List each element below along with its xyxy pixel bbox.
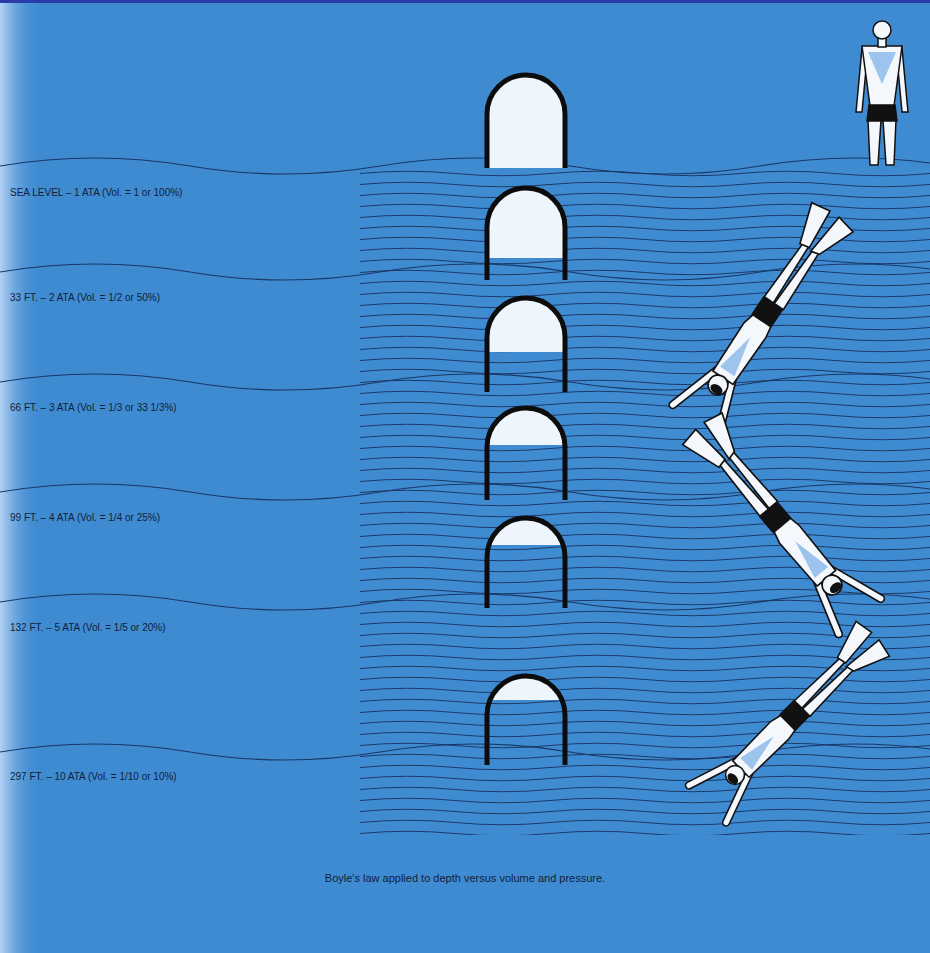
depth-label: 99 FT. – 4 ATA (Vol. = 1/4 or 25%) xyxy=(10,512,160,524)
diving-bell xyxy=(487,676,565,765)
bell-air xyxy=(487,408,565,445)
left-glow xyxy=(0,0,40,953)
depth-lines xyxy=(0,158,930,760)
diving-bell xyxy=(487,408,565,500)
bell-air xyxy=(487,518,565,545)
depth-label: 132 FT. – 5 ATA (Vol. = 1/5 or 20%) xyxy=(10,622,166,634)
bell-air xyxy=(487,75,565,168)
bell-air xyxy=(487,298,565,352)
bell-air xyxy=(487,188,565,258)
standing-man xyxy=(856,21,908,165)
diving-bell xyxy=(487,75,565,168)
top-border xyxy=(0,0,930,3)
depth-line xyxy=(0,594,930,610)
depth-line xyxy=(0,484,930,500)
depth-line xyxy=(0,744,930,760)
bell-air xyxy=(487,676,565,700)
diving-bells xyxy=(487,75,565,765)
diving-bell xyxy=(487,188,565,280)
diver xyxy=(673,199,858,436)
diving-bell xyxy=(487,518,565,608)
diver xyxy=(679,408,881,634)
diving-bell xyxy=(487,298,565,392)
water-waves xyxy=(360,168,930,835)
figure-caption: Boyle's law applied to depth versus volu… xyxy=(325,872,605,885)
depth-label: 66 FT. – 3 ATA (Vol. = 1/3 or 33 1/3%) xyxy=(10,402,177,414)
depth-label: SEA LEVEL – 1 ATA (Vol. = 1 or 100%) xyxy=(10,187,182,199)
sea-surface-line xyxy=(0,158,930,174)
diver xyxy=(689,618,894,823)
depth-label: 33 FT. – 2 ATA (Vol. = 1/2 or 50%) xyxy=(10,292,160,304)
depth-line xyxy=(0,374,930,390)
depth-label: 297 FT. – 10 ATA (Vol. = 1/10 or 10%) xyxy=(10,771,177,783)
